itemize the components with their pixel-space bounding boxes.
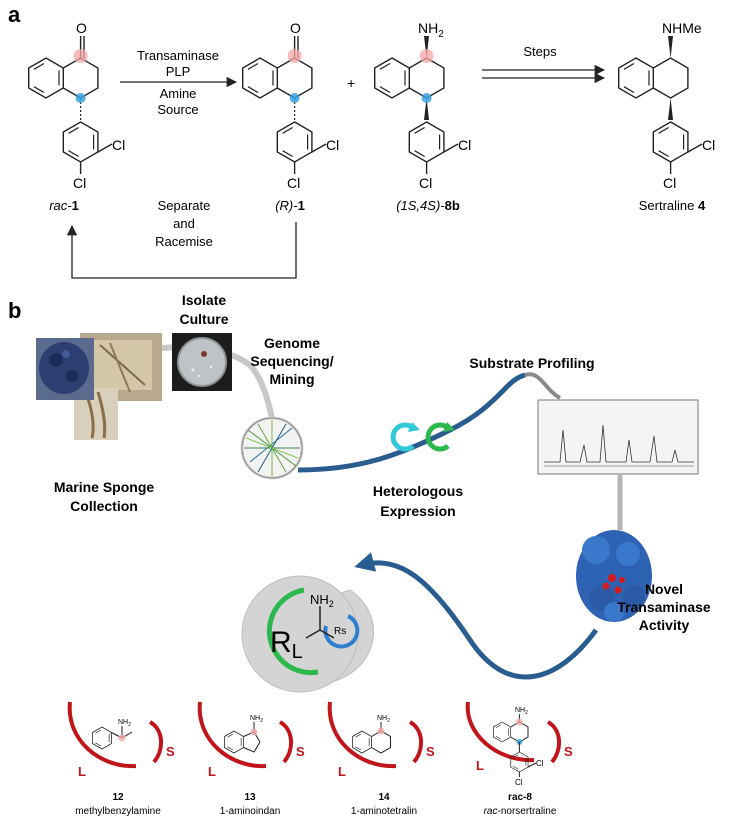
- isolate-label: Isolate: [182, 292, 227, 308]
- compound-label-r-1: (R)-1: [275, 198, 305, 213]
- plasmid-green-icon: [425, 422, 455, 452]
- substrate-name: methylbenzylamine: [75, 806, 161, 817]
- substrate-number: 14: [378, 792, 390, 803]
- molecule-sertraline: NHMe Cl Cl: [618, 20, 715, 191]
- atom-chlorine: Cl: [419, 175, 432, 191]
- compound-label-rac-1: rac-1: [49, 198, 79, 213]
- marine-label: Marine Sponge: [54, 479, 155, 495]
- novel-label: Novel: [645, 581, 683, 597]
- arrow1-label: PLP: [166, 64, 191, 79]
- molecule-rac-1: O Cl Cl: [28, 20, 125, 191]
- atom-amine-small: NH2: [377, 715, 390, 724]
- compound-label-sertraline: Sertraline 4: [639, 198, 706, 213]
- atom-oxygen: O: [76, 20, 87, 36]
- arrow1-label: Source: [157, 102, 198, 117]
- petri-dish-photo: [172, 333, 232, 391]
- atom-chlorine: Cl: [287, 175, 300, 191]
- atom-chlorine: Cl: [515, 778, 523, 787]
- pocket-amine: NH2: [310, 592, 334, 609]
- atom-chlorine: Cl: [536, 759, 544, 768]
- arrow1-label: Transaminase: [137, 48, 219, 63]
- site-small: S: [296, 744, 305, 759]
- recycle-label: Separate: [158, 198, 211, 213]
- recycle-label: Racemise: [155, 234, 213, 249]
- atom-amine-small: NH2: [118, 719, 131, 728]
- heterologous-label: Heterologous: [373, 483, 463, 499]
- genome-label: Genome: [264, 335, 320, 351]
- substrate-number: rac-8: [508, 792, 532, 803]
- novel-label: Transaminase: [617, 599, 711, 615]
- substrate-12: NH2 L S: [67, 701, 175, 779]
- genome-circle: [240, 416, 304, 480]
- pocket-small-group: Rs: [334, 626, 346, 637]
- atom-amine: NH2: [418, 20, 444, 40]
- pocket-large-group: RL: [270, 626, 303, 663]
- pipeline-blue-1: [297, 372, 526, 473]
- recycle-label: and: [173, 216, 195, 231]
- site-small: S: [426, 744, 435, 759]
- site-large: L: [78, 764, 86, 779]
- substrate-14: NH2 L S: [327, 701, 435, 779]
- site-large: L: [338, 764, 346, 779]
- substrate-label: Substrate Profiling: [469, 355, 594, 371]
- genome-label: Sequencing/: [250, 353, 333, 369]
- atom-amine-small: NH2: [515, 707, 528, 716]
- site-small: S: [166, 744, 175, 759]
- site-small: S: [564, 744, 573, 759]
- substrate-name: 1-aminotetralin: [351, 806, 417, 817]
- genome-label: Mining: [269, 371, 314, 387]
- arrow1-label: Amine: [160, 86, 197, 101]
- molecule-8b: NH2 Cl Cl: [374, 20, 471, 191]
- pipeline-blue-2: [354, 552, 599, 680]
- plasmid-cyan-icon: [390, 422, 420, 452]
- isolate-label: Culture: [180, 311, 229, 327]
- heterologous-label: Expression: [380, 503, 455, 519]
- sponge-photos: [36, 333, 162, 440]
- atom-chlorine: Cl: [73, 175, 86, 191]
- pipeline-grey-tip: [524, 372, 562, 400]
- site-large: L: [208, 764, 216, 779]
- substrate-number: 13: [244, 792, 256, 803]
- substrate-13: NH2 L S: [197, 701, 305, 779]
- binding-pocket-diagram: NH2 RL Rs: [241, 575, 375, 693]
- panel-b-letter: b: [8, 298, 21, 323]
- substrate-name: 1-aminoindan: [220, 806, 281, 817]
- atom-amine-small: NH2: [250, 715, 263, 724]
- novel-label: Activity: [639, 617, 690, 633]
- atom-chlorine: Cl: [702, 137, 715, 153]
- site-large: L: [476, 758, 484, 773]
- compound-label-8b: (1S,4S)-8b: [396, 198, 460, 213]
- substrate-number: 12: [112, 792, 124, 803]
- atom-chlorine: Cl: [663, 175, 676, 191]
- atom-chlorine: Cl: [112, 137, 125, 153]
- steps-label: Steps: [523, 44, 557, 59]
- atom-oxygen: O: [290, 20, 301, 36]
- protein-structure-icon: [576, 530, 652, 622]
- molecule-r-1: O Cl Cl: [241, 20, 339, 191]
- chromatogram-image: [537, 399, 699, 475]
- panel-a-letter: a: [8, 2, 21, 27]
- recycle-arrow: [66, 222, 297, 279]
- atom-chlorine: Cl: [458, 137, 471, 153]
- atom-methylamine: NHMe: [662, 20, 702, 36]
- substrate-name: rac-norsertraline: [484, 806, 557, 817]
- atom-chlorine: Cl: [326, 137, 339, 153]
- plus-sign: +: [347, 75, 355, 91]
- substrate-rac-8: NH2 Cl Cl L S: [465, 701, 573, 787]
- marine-label: Collection: [70, 498, 138, 514]
